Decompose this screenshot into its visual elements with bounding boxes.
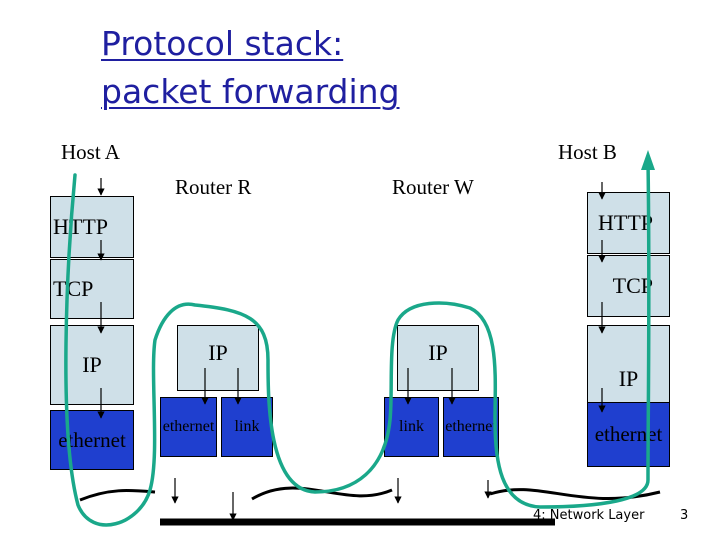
host-a-ethernet-layer: ethernet — [50, 410, 134, 470]
host-b-tcp-layer: TCP — [587, 255, 670, 317]
router-r-ethernet-label: ethernet — [162, 418, 215, 435]
router-r-ip-layer: IP — [177, 325, 259, 391]
router-w-link-label: link — [399, 418, 424, 435]
packet-path — [64, 158, 651, 527]
host-b-label: Host B — [558, 140, 617, 164]
host-a-ip-layer: IP — [50, 325, 134, 405]
page-number: 3 — [680, 508, 689, 523]
router-r-label: Router R — [175, 175, 252, 199]
router-w-ethernet-label: ethernet — [445, 418, 497, 435]
router-r-ethernet-interface: ethernet — [160, 397, 217, 457]
title-line-1: Protocol stack: — [101, 24, 344, 63]
router-r-link-label: link — [234, 418, 260, 435]
title-line-2: packet forwarding — [101, 72, 400, 111]
router-w-ip-layer: IP — [397, 325, 479, 391]
host-a-label: Host A — [61, 140, 120, 164]
router-w-label: Router W — [392, 175, 474, 199]
chapter-footer: 4: Network Layer — [533, 508, 645, 523]
host-b-ip-layer: IP — [587, 325, 670, 405]
router-w-link-interface: link — [384, 397, 439, 457]
router-w-ethernet-interface: ethernet — [443, 397, 499, 457]
slide-title: Protocol stack: packet forwarding — [101, 20, 400, 116]
packet-path-arrowhead — [641, 150, 655, 170]
host-b-http-layer: HTTP — [587, 192, 670, 254]
host-a-link-wave — [79, 489, 156, 502]
router-r-link-interface: link — [221, 397, 273, 457]
host-b-ethernet-layer: ethernet — [587, 402, 670, 467]
bus-drops — [171, 478, 492, 521]
host-a-http-layer: HTTP — [50, 196, 134, 258]
host-a-tcp-layer: TCP — [50, 259, 134, 319]
router-internal-arrows — [201, 368, 456, 405]
